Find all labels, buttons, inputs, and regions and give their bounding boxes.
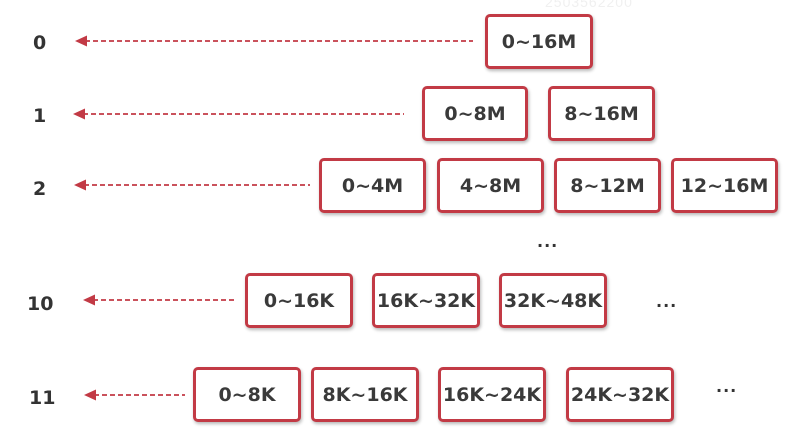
block-2-1: 4~8M [437, 158, 544, 213]
level-label-10: 10 [27, 293, 54, 315]
block-11-0: 0~8K [193, 367, 301, 422]
level-label-1: 1 [33, 105, 47, 127]
block-2-3: 12~16M [671, 158, 778, 213]
level-label-2: 2 [33, 178, 47, 200]
watermark-text: 2503562200 [545, 0, 633, 10]
level-label-11: 11 [29, 387, 56, 409]
block-2-0: 0~4M [319, 158, 426, 213]
block-1-0: 0~8M [422, 86, 528, 141]
block-10-1: 16K~32K [372, 273, 480, 328]
block-11-1: 8K~16K [311, 367, 419, 422]
arrow-level-2 [74, 179, 312, 191]
block-0-0: 0~16M [485, 14, 593, 69]
block-11-2: 16K~24K [438, 367, 546, 422]
block-11-3: 24K~32K [566, 367, 674, 422]
arrow-level-11 [84, 389, 187, 401]
arrow-level-0 [75, 35, 475, 47]
arrow-level-10 [83, 294, 238, 306]
arrow-level-1 [73, 108, 406, 120]
block-10-2: 32K~48K [499, 273, 607, 328]
ellipsis-level-11: ... [716, 377, 738, 396]
level-label-0: 0 [33, 32, 47, 54]
block-2-2: 8~12M [554, 158, 661, 213]
ellipsis-middle: ... [537, 232, 559, 251]
ellipsis-level-10: ... [656, 292, 678, 311]
block-1-1: 8~16M [548, 86, 655, 141]
block-10-0: 0~16K [245, 273, 353, 328]
